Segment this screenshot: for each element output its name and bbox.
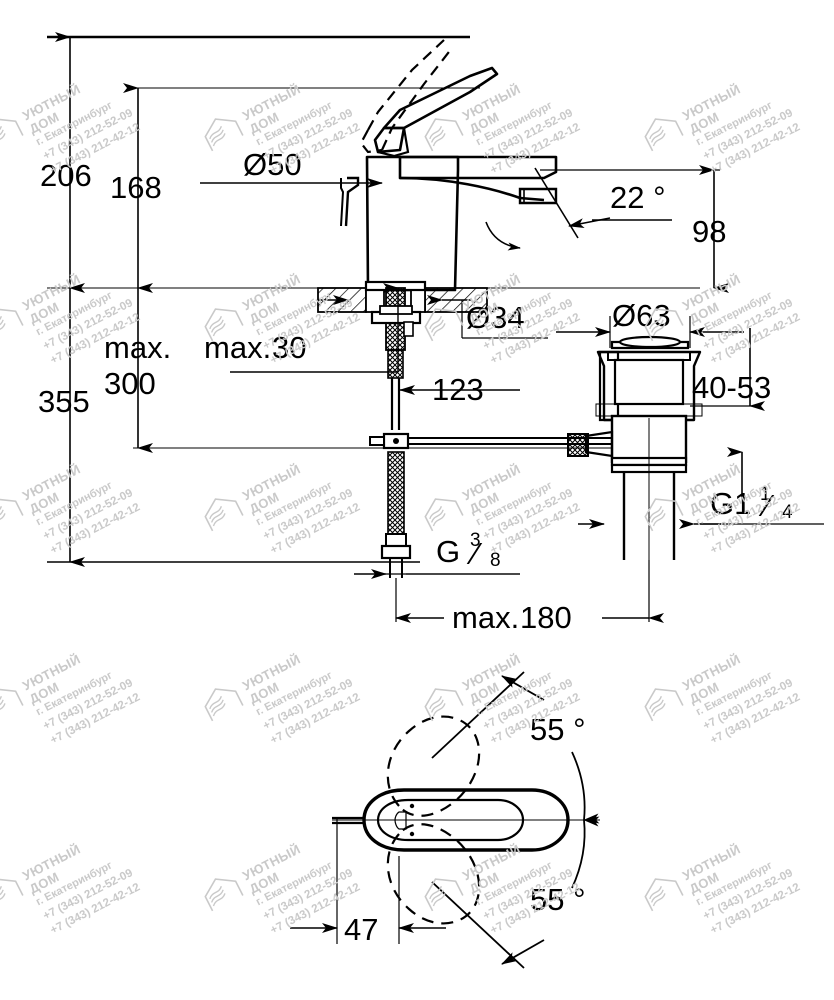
dim-lever-width: 47 — [344, 912, 378, 947]
dim-counter-max-value: 30 — [272, 330, 306, 365]
dim-total-length: 355 — [38, 384, 90, 419]
dim-waste-thread-numerator: 1 — [760, 484, 771, 505]
dim-waste-thread-main: G1 — [710, 486, 751, 521]
dim-supply-length-label: max. — [104, 330, 171, 365]
dim-waste-thread-denominator: 4 — [782, 502, 793, 523]
pop-up-waste-assembly — [567, 335, 703, 560]
dim-counter-thickness: 40-53 — [692, 370, 771, 405]
dim-shank-length: 123 — [432, 372, 484, 407]
dim-pivot-rod-label: max. — [452, 600, 519, 635]
dim-body-base-diameter: Ø34 — [466, 300, 525, 335]
dim-spout-angle: 22 ° — [610, 180, 666, 215]
dim-pivot-rod-value: 180 — [520, 600, 572, 635]
dim-waste-flange-diameter: Ø63 — [612, 298, 671, 333]
dim-escutcheon-diameter: Ø50 — [243, 147, 302, 182]
dim-counter-max-label: max. — [204, 330, 271, 365]
elevation-dimensions: 206 168 355 max. 300 max. 30 Ø50 — [38, 32, 824, 635]
plan-view-geometry: 55 ° 55 ° 47 — [290, 671, 600, 969]
dim-overall-height: 206 — [40, 158, 92, 193]
elevation-view-geometry — [47, 35, 703, 578]
dim-supply-thread-numerator: 3 — [470, 530, 481, 551]
dim-lever-swing-down: 55 ° — [530, 882, 586, 917]
dim-supply-thread-denominator: 8 — [490, 550, 501, 571]
dim-supply-length-value: 300 — [104, 366, 156, 401]
dim-supply-thread-main: G — [436, 534, 460, 569]
dim-lever-swing-up: 55 ° — [530, 712, 586, 747]
dim-spout-projection: 98 — [692, 214, 726, 249]
dim-spout-height: 168 — [110, 170, 162, 205]
